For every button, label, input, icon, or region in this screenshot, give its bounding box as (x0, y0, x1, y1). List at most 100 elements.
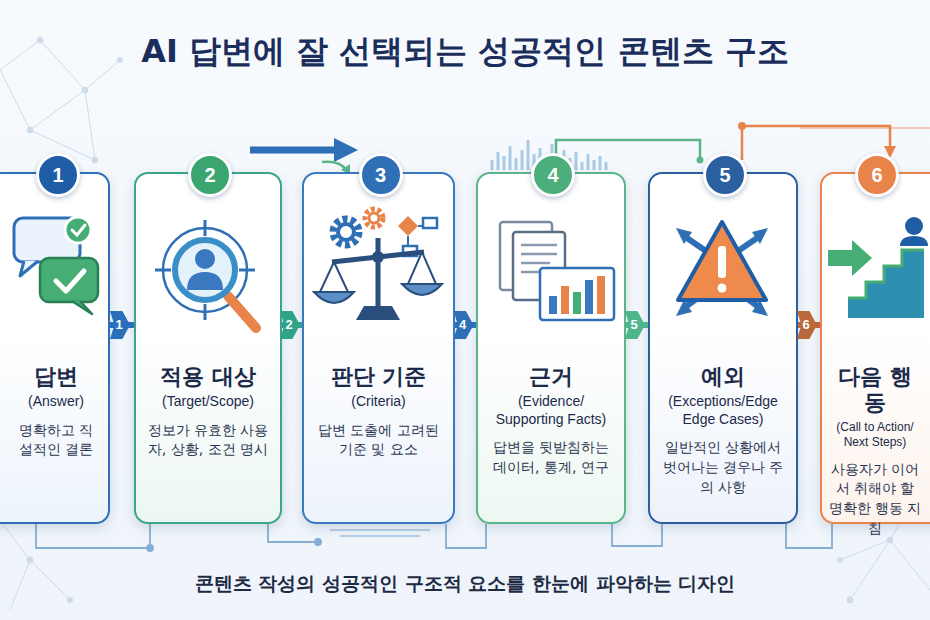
criteria-icon (403, 246, 417, 256)
diagram-title: AI 답변에 잘 선택되는 성공적인 콘텐츠 구조 (0, 30, 930, 74)
step-card: 3판단 기준(Criteria)답변 도출에 고려된 기준 및 요소 (302, 172, 455, 524)
answer-icon (40, 258, 98, 302)
top-flow-arrow (250, 138, 358, 174)
next-step-icon (905, 217, 923, 235)
criteria-icon (408, 226, 423, 246)
circuit-decor (446, 524, 486, 548)
step-description: 일반적인 상황에서 벗어나는 경우나 주의 사항 (658, 438, 788, 497)
criteria-icon (423, 218, 437, 228)
answer-icon (20, 261, 38, 276)
evidence-icon (561, 286, 569, 314)
network-pattern (0, 37, 930, 610)
step-title: 적용 대상 (146, 364, 270, 390)
card-content: 예외(Exceptions/Edge Edge Cases)일반적인 상황에서 … (650, 364, 796, 497)
evidence-icon (521, 245, 557, 272)
target-icon (228, 296, 256, 328)
step-title: 예외 (658, 364, 788, 390)
evidence-icon (549, 296, 557, 314)
criteria-icon (402, 284, 442, 295)
criteria-icon (320, 252, 436, 292)
step-description: 정보가 유효한 사용자, 상황, 조건 명시 (146, 421, 270, 460)
network-pattern (37, 37, 43, 43)
arrow-number: 1 (110, 311, 130, 339)
evidence-icon (573, 292, 581, 314)
evidence-icon (585, 280, 593, 314)
step-number: 6 (855, 153, 899, 197)
exception-icon (678, 222, 766, 300)
top-flow-arrow (250, 147, 338, 154)
target-icon (195, 249, 215, 269)
connector-decor (556, 140, 700, 170)
target-icon (155, 220, 255, 320)
next-step-icon (828, 217, 928, 318)
network-pattern (27, 557, 33, 563)
criteria-icon (314, 292, 354, 303)
network-pattern (838, 558, 843, 563)
step-subtitle: (Answer) (12, 393, 100, 411)
step-number: 5 (703, 153, 747, 197)
circuit-decor (268, 524, 318, 542)
exception-icon (718, 246, 726, 278)
criteria-icon (356, 306, 400, 320)
arrow-number: 5 (625, 311, 645, 339)
target-icon (187, 272, 223, 290)
target-icon (163, 228, 247, 312)
circuit-decor (786, 524, 832, 548)
flow-arrow (282, 322, 302, 328)
step-subtitle: (Criteria) (314, 393, 443, 411)
step-title: 근거 (486, 364, 616, 390)
step-subtitle: (Target/Scope) (146, 393, 270, 411)
card-content: 근거(Evidence/ Supporting Facts)답변을 뒷받침하는 … (478, 364, 624, 478)
step-number: 1 (36, 153, 80, 197)
circuit-decor (36, 524, 150, 548)
step-title: 답변 (12, 364, 100, 390)
exception-icon (676, 228, 768, 316)
criteria-icon (365, 209, 383, 227)
card-content: 판단 기준 (Criteria) 답변 도출에 고려된 기준 및 요소 (304, 364, 453, 460)
step-title: 판단 기준 (314, 364, 443, 390)
answer-icon (65, 217, 91, 243)
step-title: 다음 행동 (828, 364, 922, 417)
answer-icon (14, 217, 98, 314)
answer-icon (72, 301, 92, 314)
circuit-decor (315, 539, 321, 545)
step-description: 사용자가 이어서 취해야 할 명확한 행동 지침 (828, 460, 922, 538)
step-description: 명확하고 직설적인 결론 (12, 421, 100, 460)
answer-icon (56, 271, 84, 291)
network-pattern (0, 520, 70, 610)
circuit-decor (612, 524, 662, 546)
flow-arrow (110, 322, 134, 328)
flow-arrow (455, 322, 476, 328)
exception-icon (718, 284, 727, 293)
card-content: 적용 대상 (Target/Scope) 정보가 유효한 사용자, 상황, 조건 명… (136, 364, 280, 460)
circuit-decor (147, 545, 153, 551)
target-icon (155, 220, 256, 328)
step-card: 6다음 행동(Call to Action/ Next Steps)사용자가 이… (820, 172, 930, 524)
criteria-icon (372, 251, 384, 263)
step-description: 답변 도출에 고려된 기준 및 요소 (314, 421, 443, 460)
answer-icon (72, 225, 85, 235)
step-card: 4근거(Evidence/ Supporting Facts)답변을 뒷받침하는… (476, 172, 626, 524)
network-pattern (27, 127, 33, 133)
arrow-number: 6 (797, 311, 817, 339)
network-pattern (0, 40, 120, 160)
flow-arrow (626, 322, 648, 328)
criteria-icon (332, 252, 424, 262)
arrow-number: 4 (454, 311, 474, 339)
connector-decor (738, 122, 746, 130)
exception-icon (676, 222, 768, 316)
top-flow-arrow (322, 162, 346, 170)
answer-icon (14, 218, 80, 262)
network-pattern (118, 58, 123, 63)
card-content: 다음 행동(Call to Action/ Next Steps)사용자가 이어… (822, 364, 930, 538)
network-pattern (887, 537, 893, 543)
network-pattern (82, 87, 88, 93)
card-content: 답변 (Answer) 명확하고 직설적인 결론 (0, 364, 108, 460)
criteria-icon (314, 209, 442, 320)
next-step-icon (848, 250, 924, 298)
circuit-decor (330, 530, 430, 536)
connector-decor (800, 127, 930, 129)
exception-icon (684, 236, 760, 308)
